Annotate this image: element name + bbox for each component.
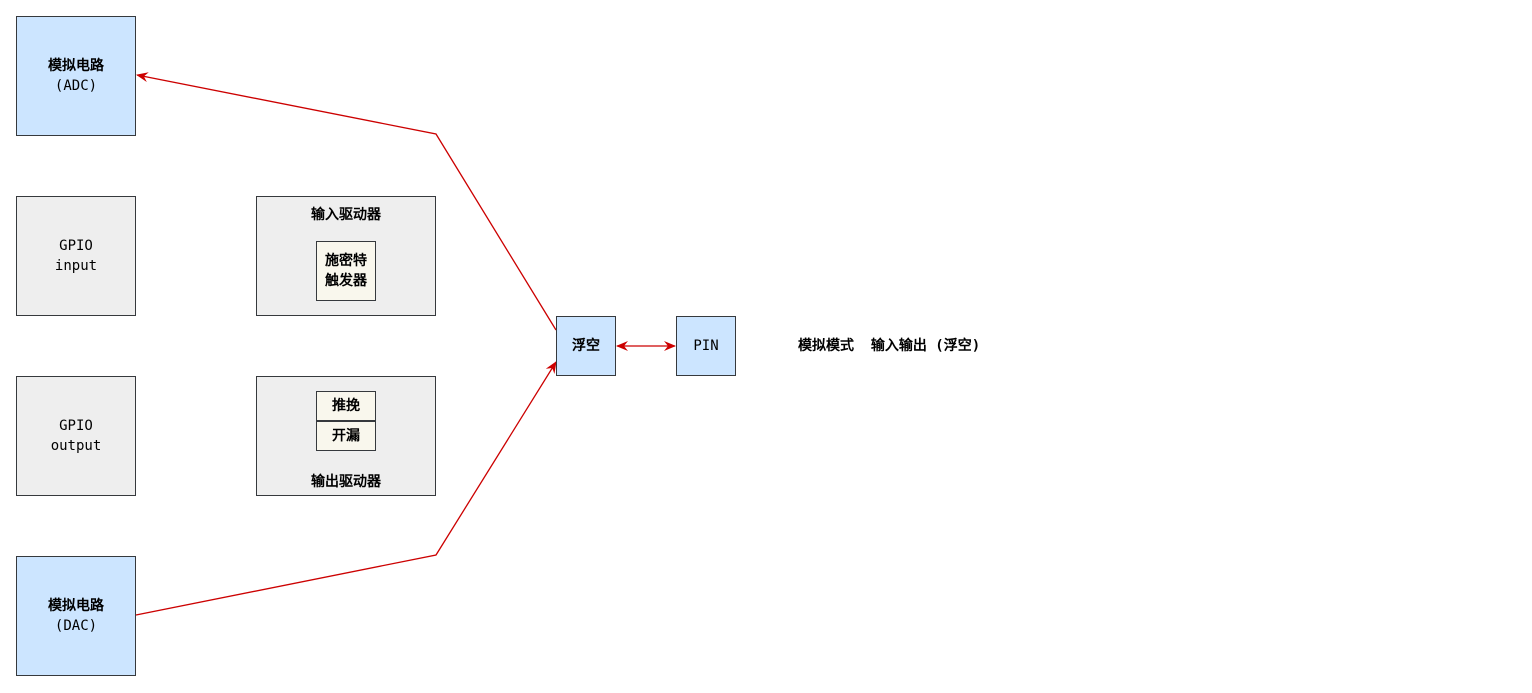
gpio-output-block[interactable]: GPIO output [16, 376, 136, 496]
adc-block-subtitle: (ADC) [54, 78, 98, 94]
adc-block-title: 模拟电路 [48, 58, 104, 74]
floating-node-label: 浮空 [572, 338, 600, 354]
pin-node[interactable]: PIN [676, 316, 736, 376]
gpio-input-block[interactable]: GPIO input [16, 196, 136, 316]
pin-node-label: PIN [693, 338, 719, 354]
dac-block-subtitle: (DAC) [54, 618, 98, 634]
dac-block-title: 模拟电路 [48, 598, 104, 614]
gpio-input-line1: GPIO [59, 238, 93, 254]
push-pull-block[interactable]: 推挽 [316, 391, 376, 421]
gpio-input-line2: input [54, 258, 98, 274]
floating-node[interactable]: 浮空 [556, 316, 616, 376]
push-pull-label: 推挽 [332, 398, 360, 414]
mode-caption: 模拟模式 输入输出 (浮空) [798, 338, 981, 354]
wire-floating-to-adc [136, 72, 557, 331]
open-drain-block[interactable]: 开漏 [316, 421, 376, 451]
output-driver-title: 输出驱动器 [311, 474, 381, 490]
schmitt-trigger-line2: 触发器 [325, 273, 367, 289]
adc-analog-circuit-block[interactable]: 模拟电路 (ADC) [16, 16, 136, 136]
schmitt-trigger-line1: 施密特 [325, 253, 367, 269]
gpio-output-line1: GPIO [59, 418, 93, 434]
input-driver-title: 输入驱动器 [311, 207, 381, 223]
gpio-output-line2: output [50, 438, 102, 454]
wire-dac-to-floating [135, 361, 557, 616]
open-drain-label: 开漏 [332, 428, 360, 444]
schmitt-trigger-block[interactable]: 施密特 触发器 [316, 241, 376, 301]
dac-analog-circuit-block[interactable]: 模拟电路 (DAC) [16, 556, 136, 676]
